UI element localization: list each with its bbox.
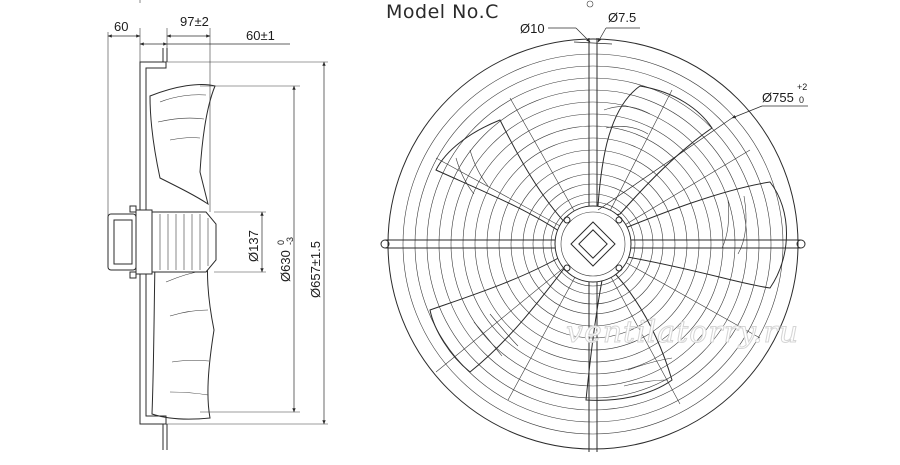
front-view: Ø10 Ø7.5 Ø755 +2 0 (380, 0, 808, 452)
dim-overall: Ø657±1.5 (308, 241, 323, 298)
dim-impeller-tol-lower: -3 (285, 237, 295, 245)
dim-hole-right: Ø7.5 (608, 10, 636, 25)
dim-hole-left: Ø10 (520, 21, 545, 36)
fan-hub (554, 205, 632, 283)
model-title: Model No.C (386, 1, 499, 23)
dim-depth-right: 60±1 (246, 28, 275, 43)
dim-depth-mid: 97±2 (180, 14, 209, 29)
impeller-blades (429, 85, 787, 401)
dim-guard: Ø755 (762, 90, 794, 105)
side-view: 60 97±2 60±1 (107, 0, 328, 450)
dim-depth-left: 60 (114, 19, 128, 34)
dim-impeller: Ø630 (278, 250, 293, 282)
dim-hub: Ø137 (246, 230, 261, 262)
dim-impeller-tol-upper: 0 (276, 240, 286, 245)
watermark-text: ventilatorry.ru (566, 315, 799, 350)
guard-rings (402, 53, 784, 435)
dim-guard-tol-upper: +2 (797, 82, 807, 92)
dim-guard-tol-lower: 0 (799, 95, 804, 105)
